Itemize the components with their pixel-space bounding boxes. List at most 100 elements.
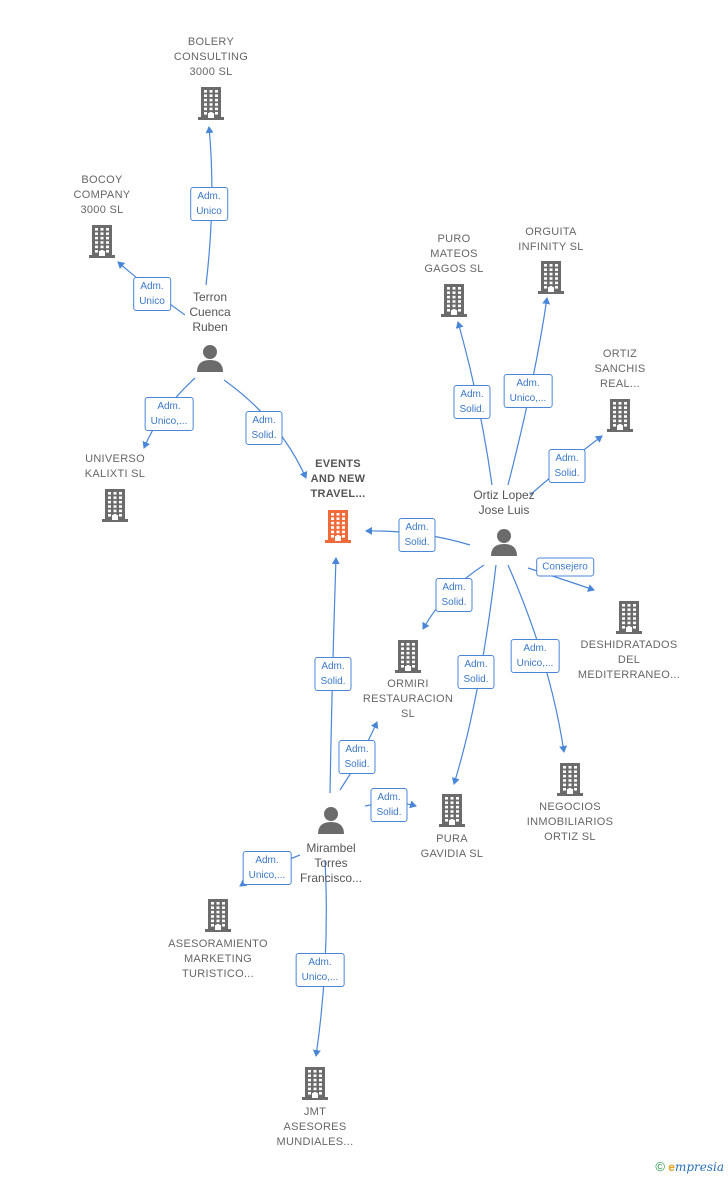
company-label-jmt-line: JMT bbox=[303, 1106, 327, 1118]
building-icon bbox=[538, 261, 564, 294]
relation-badge-text: Unico,... bbox=[248, 870, 286, 881]
building-icon bbox=[395, 640, 421, 673]
person-icon bbox=[197, 345, 223, 372]
person-icon bbox=[318, 807, 344, 834]
relation-badge-terron-bolery[interactable]: Adm.Unico bbox=[190, 187, 228, 221]
company-label-asesoramiento-line: ASESORAMIENTO bbox=[168, 938, 268, 950]
brand-logo-initial: e bbox=[668, 1160, 675, 1174]
relation-badge-ortiz-deshidratados[interactable]: Consejero bbox=[536, 557, 594, 577]
relation-badge-text: Adm. bbox=[405, 522, 429, 533]
relation-badge-terron-universo[interactable]: Adm.Unico,... bbox=[144, 397, 194, 431]
relation-badge-terron-bocoy[interactable]: Adm.Unico bbox=[133, 277, 171, 311]
edge-ortiz-deshidratados bbox=[527, 567, 595, 592]
building-icon bbox=[302, 1067, 328, 1100]
relation-badge-mirambel-pura[interactable]: Adm.Solid. bbox=[370, 788, 408, 822]
company-label-orguita-line: ORGUITA bbox=[525, 226, 577, 238]
relation-badge-text: Adm. bbox=[345, 744, 369, 755]
relation-badge-mirambel-events[interactable]: Adm.Solid. bbox=[314, 657, 352, 691]
relation-badge-terron-events[interactable]: Adm.Solid. bbox=[245, 411, 283, 445]
relation-badge-ortiz-orguita[interactable]: Adm.Unico,... bbox=[503, 374, 553, 408]
company-label-orguita[interactable]: ORGUITA INFINITY SL bbox=[518, 225, 583, 255]
relation-badge-text: Unico bbox=[196, 206, 222, 217]
person-label-mirambel-line: Torres bbox=[314, 856, 348, 870]
company-node-ormiri[interactable] bbox=[392, 638, 424, 679]
person-label-terron-line: Cuenca bbox=[189, 305, 231, 319]
relation-badge-mirambel-jmt[interactable]: Adm.Unico,... bbox=[295, 953, 345, 987]
building-icon bbox=[616, 601, 642, 634]
building-icon bbox=[102, 489, 128, 522]
relation-badge-text: Adm. bbox=[321, 661, 345, 672]
company-label-ormiri-line: SL bbox=[400, 708, 416, 720]
building-icon bbox=[441, 284, 467, 317]
relation-badge-text: Unico,... bbox=[516, 658, 554, 669]
company-label-ortiz-sanchis-line: ORTIZ bbox=[602, 348, 638, 360]
relation-badge-ortiz-puro[interactable]: Adm.Solid. bbox=[453, 385, 491, 419]
person-node-mirambel[interactable] bbox=[316, 805, 346, 840]
relation-badge-text: Unico,... bbox=[509, 393, 547, 404]
person-node-terron[interactable] bbox=[195, 343, 225, 378]
company-label-negocios-line: INMOBILIARIOS bbox=[526, 816, 614, 828]
relation-badge-ortiz-events[interactable]: Adm.Solid. bbox=[398, 518, 436, 552]
company-label-asesoramiento-line: MARKETING bbox=[183, 953, 253, 965]
relation-badge-ortiz-pura[interactable]: Adm.Solid. bbox=[457, 655, 495, 689]
company-node-asesoramiento[interactable] bbox=[202, 897, 234, 938]
person-label-ortiz-line: Jose Luis bbox=[478, 503, 530, 517]
relation-badge-mirambel-asesoramiento[interactable]: Adm. Unico,... bbox=[242, 851, 292, 885]
company-node-bolery[interactable] bbox=[195, 85, 227, 126]
company-label-orguita-line: INFINITY SL bbox=[518, 241, 584, 253]
company-node-ortiz-sanchis[interactable] bbox=[604, 397, 636, 438]
company-node-puro[interactable] bbox=[438, 282, 470, 323]
relation-badge-text: Unico,... bbox=[301, 972, 339, 983]
company-label-deshidratados-line: DESHIDRATADOS bbox=[580, 639, 678, 651]
company-label-universo-line: UNIVERSO bbox=[85, 453, 145, 465]
building-icon bbox=[325, 510, 351, 543]
company-node-jmt[interactable] bbox=[299, 1065, 331, 1106]
company-node-deshidratados[interactable] bbox=[613, 599, 645, 640]
person-label-ortiz-line: Ortiz Lopez bbox=[473, 488, 535, 502]
relation-badge-text: Solid. bbox=[344, 759, 370, 770]
company-label-events-line: EVENTS bbox=[315, 458, 361, 470]
relation-badge-text: Adm. bbox=[523, 643, 547, 654]
relation-badge-ortiz-sanchis[interactable]: Adm.Solid. bbox=[548, 449, 586, 483]
company-label-ortiz-sanchis-line: SANCHIS bbox=[594, 363, 646, 375]
company-node-events[interactable] bbox=[322, 508, 354, 549]
relation-badge-text: Adm. bbox=[255, 855, 279, 866]
company-node-orguita[interactable] bbox=[535, 259, 567, 300]
relation-badge-text: Solid. bbox=[441, 597, 467, 608]
company-label-deshidratados-line: MEDITERRANEO... bbox=[577, 669, 681, 681]
relation-badge-ortiz-negocios[interactable]: Adm. Unico,... bbox=[510, 639, 560, 673]
company-label-ormiri-line: RESTAURACION bbox=[362, 693, 454, 705]
company-node-bocoy[interactable] bbox=[86, 223, 118, 264]
relation-badge-text: Solid. bbox=[251, 430, 277, 441]
company-node-negocios[interactable] bbox=[554, 761, 586, 802]
person-icon bbox=[491, 529, 517, 556]
company-label-jmt-line: ASESORES bbox=[283, 1121, 347, 1133]
building-icon bbox=[205, 899, 231, 932]
person-label-terron-line: Ruben bbox=[192, 320, 228, 334]
copyright-icon: © bbox=[655, 1159, 665, 1174]
company-node-universo[interactable] bbox=[99, 487, 131, 528]
relation-badge-text: Unico bbox=[139, 296, 165, 307]
relation-badge-mirambel-ormiri[interactable]: Adm. Solid. bbox=[338, 740, 376, 774]
company-label-puro-line: PURO bbox=[437, 233, 471, 245]
relation-badge-text: Solid. bbox=[463, 674, 489, 685]
person-node-ortiz[interactable] bbox=[489, 527, 519, 562]
relation-badge-ortiz-ormiri[interactable]: Adm.Solid. bbox=[435, 578, 473, 612]
company-node-pura[interactable] bbox=[436, 792, 468, 833]
building-icon bbox=[557, 763, 583, 796]
